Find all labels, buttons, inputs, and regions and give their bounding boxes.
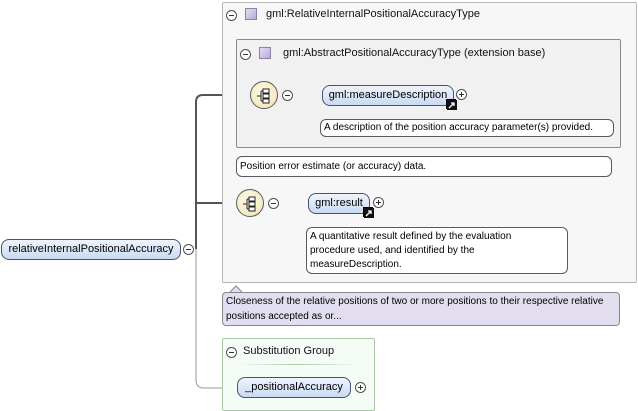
collapse-root-element-icon[interactable]	[183, 244, 194, 255]
substitution-group-box	[222, 338, 375, 411]
annotation-result-line: A quantitative result defined by the eva…	[310, 231, 512, 242]
collapse-sequence-icon[interactable]	[282, 90, 293, 101]
collapse-sequence-icon[interactable]	[268, 198, 279, 209]
sequence-compositor-icon[interactable]	[250, 81, 278, 109]
annotation-measure-description: A description of the position accuracy p…	[320, 119, 614, 137]
collapse-type-icon[interactable]	[226, 10, 237, 21]
annotation-base-type: Position error estimate (or accuracy) da…	[236, 156, 612, 177]
element-positional-accuracy[interactable]: _positionalAccuracy	[237, 377, 351, 398]
reference-arrow-icon	[446, 99, 457, 110]
substitution-group-divider	[238, 364, 358, 365]
complex-type-icon	[259, 47, 271, 59]
annotation-result-line: measureDescription.	[310, 259, 402, 270]
sequence-compositor-icon[interactable]	[236, 189, 264, 217]
annotation-result: A quantitative result defined by the eva…	[306, 227, 568, 274]
substitution-group-title: Substitution Group	[243, 345, 335, 357]
expand-measure-description-icon[interactable]	[456, 89, 467, 100]
expand-positional-accuracy-icon[interactable]	[355, 382, 366, 393]
annotation-type: Closeness of the relative positions of t…	[222, 292, 620, 326]
annotation-result-line: procedure used, and identified by the	[310, 245, 475, 256]
expand-result-icon[interactable]	[373, 197, 384, 208]
type-title: gml:RelativeInternalPositionalAccuracyTy…	[266, 8, 480, 20]
element-measure-description[interactable]: gml:measureDescription	[322, 85, 454, 106]
base-type-title: gml:AbstractPositionalAccuracyType (exte…	[283, 47, 546, 59]
complex-type-icon	[245, 8, 257, 20]
element-result[interactable]: gml:result	[308, 193, 370, 214]
collapse-base-type-icon[interactable]	[240, 49, 251, 60]
reference-arrow-icon	[363, 207, 374, 218]
collapse-substitution-group-icon[interactable]	[226, 347, 237, 358]
root-element-relative-internal-positional-accuracy[interactable]: relativeInternalPositionalAccuracy	[1, 239, 181, 260]
